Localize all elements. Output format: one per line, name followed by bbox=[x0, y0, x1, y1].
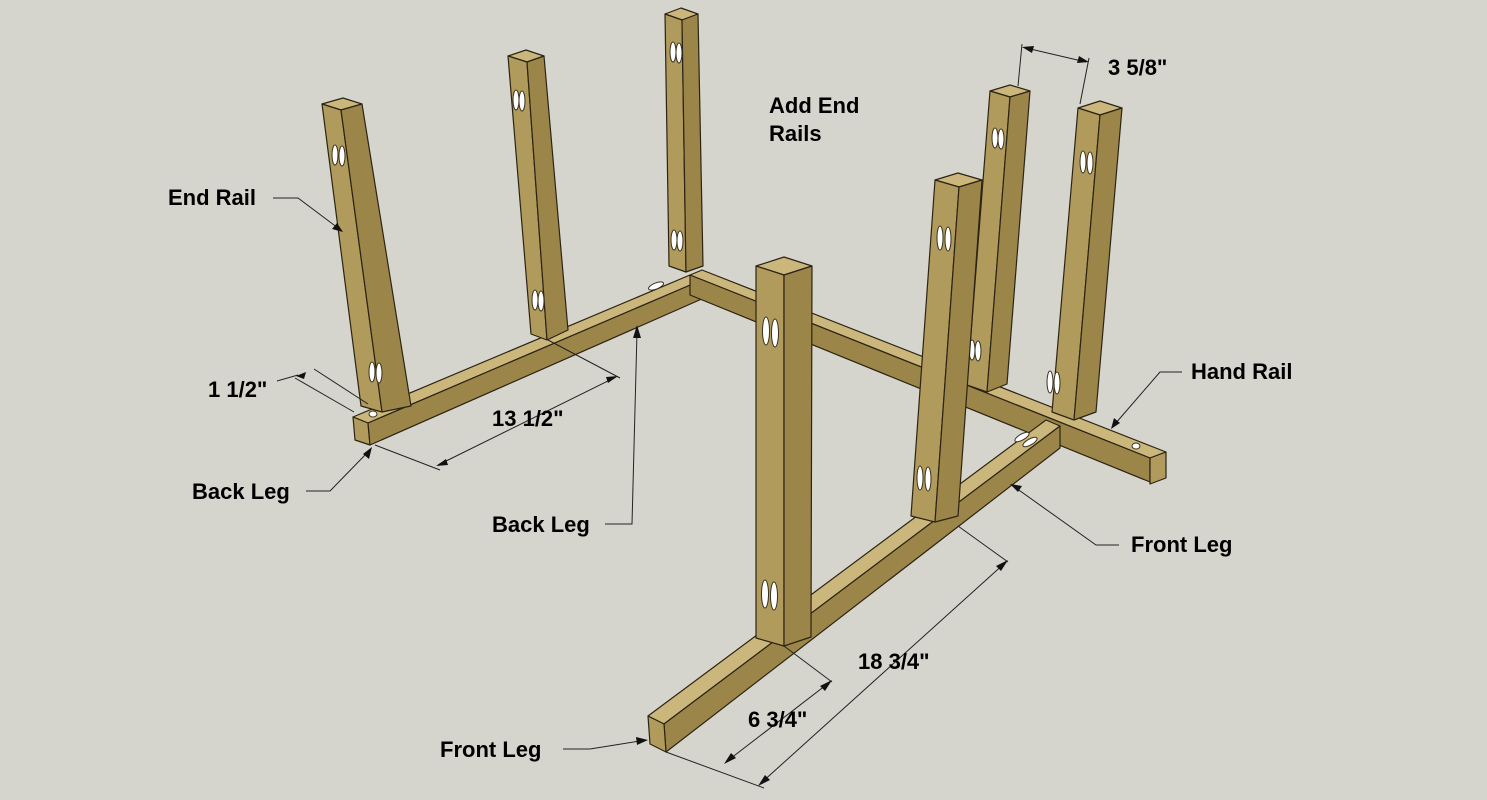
dim-rail-spacing bbox=[1017, 43, 1090, 105]
dim-rail-spacing-label: 3 5/8" bbox=[1108, 55, 1167, 80]
end-rail-right-front bbox=[1046, 100, 1123, 421]
front-leg-right-leader bbox=[1015, 487, 1119, 546]
back-leg-left-leader bbox=[306, 451, 369, 492]
hand-rail-label: Hand Rail bbox=[1191, 359, 1292, 384]
end-rail-leader bbox=[273, 197, 339, 229]
front-leg-right-leader-arrowhead bbox=[1010, 484, 1022, 492]
back-leg-left-leader-arrowhead bbox=[363, 447, 372, 459]
dim-back-leg-span-label: 13 1/2" bbox=[492, 406, 564, 431]
end-rail-right-back bbox=[966, 84, 1031, 393]
title-line-1: Add End bbox=[769, 93, 859, 118]
back-leg-left-label: Back Leg bbox=[192, 479, 290, 504]
dim-back-leg-span bbox=[374, 339, 621, 471]
front-leg-bottom-leader-arrowhead bbox=[636, 737, 648, 745]
dim-front-leg-offset bbox=[724, 645, 833, 764]
hand-rail-leader-arrowhead bbox=[1111, 418, 1120, 429]
back-leg-center-leader bbox=[605, 331, 638, 525]
end-rail-right-tall bbox=[910, 172, 983, 523]
end-rail-middle bbox=[507, 49, 569, 341]
end-rail-leader-arrowhead bbox=[332, 223, 343, 232]
end-rail-left bbox=[321, 97, 412, 413]
dim-front-leg-span bbox=[665, 525, 1009, 789]
end-rail-label: End Rail bbox=[168, 185, 256, 210]
back-leg-center-label: Back Leg bbox=[492, 512, 590, 537]
dim-stock-width bbox=[276, 368, 369, 413]
back-leg-center-leader-arrowhead bbox=[633, 325, 641, 338]
front-leg-board bbox=[647, 419, 1061, 753]
front-leg-bottom-leader bbox=[563, 740, 641, 750]
front-leg-right-label: Front Leg bbox=[1131, 532, 1232, 557]
hand-rail-leader bbox=[1114, 371, 1182, 425]
dim-front-leg-offset-label: 6 3/4" bbox=[748, 707, 807, 732]
title-line-2: Rails bbox=[769, 121, 822, 146]
end-rail-front-center bbox=[755, 256, 813, 647]
front-leg-bottom-label: Front Leg bbox=[440, 737, 541, 762]
dim-front-leg-span-label: 18 3/4" bbox=[858, 649, 930, 674]
end-rail-corner bbox=[664, 7, 704, 273]
dim-stock-width-label: 1 1/2" bbox=[208, 377, 267, 402]
